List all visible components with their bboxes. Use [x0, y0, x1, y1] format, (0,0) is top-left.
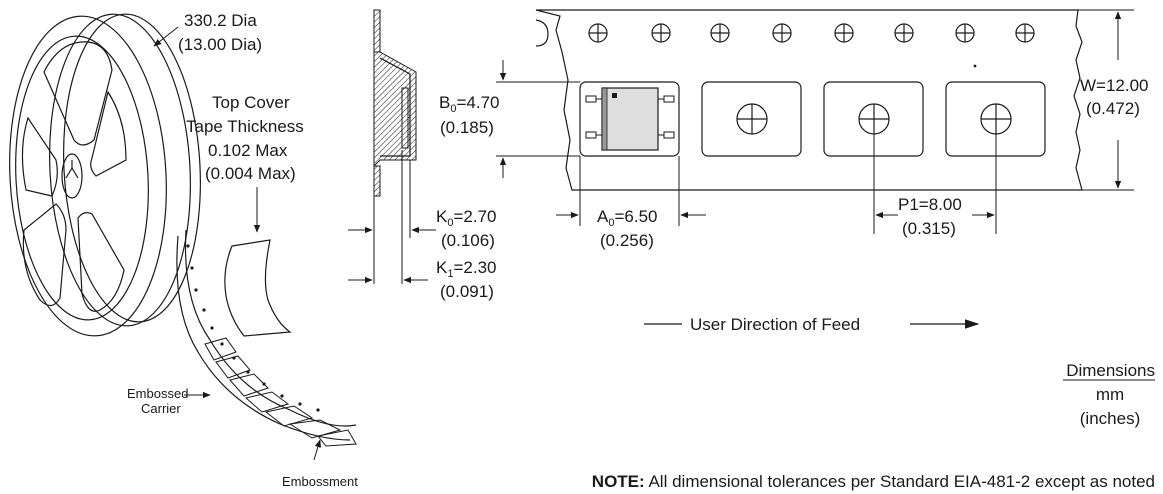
p1-value: P1=8.00: [898, 195, 962, 214]
cover-value-mm: 0.102 Max: [208, 141, 288, 160]
svg-text:K0=2.70: K0=2.70: [436, 207, 496, 229]
svg-text:K1=2.30: K1=2.30: [436, 258, 496, 280]
units-title: Dimensions: [1066, 361, 1155, 380]
component-package: [585, 87, 675, 151]
reel-drawing: [9, 13, 357, 461]
embossed-carrier-1: Embossed: [127, 386, 188, 401]
k0-label: K: [436, 207, 448, 226]
cover-value-in: (0.004 Max): [205, 164, 296, 183]
embossed-carrier-2: Carrier: [141, 401, 181, 416]
units-in: (inches): [1080, 409, 1140, 428]
units-mm: mm: [1096, 385, 1124, 404]
a0-sub: 0: [608, 217, 614, 229]
svg-text:B0=4.70: B0=4.70: [439, 93, 499, 115]
note-label: NOTE:: [592, 472, 645, 491]
a0-in: (0.256): [600, 231, 654, 250]
tape-profile-section: [348, 9, 436, 284]
b0-in: (0.185): [440, 118, 494, 137]
b0-sub: 0: [450, 103, 456, 115]
w-value: W=12.00: [1080, 76, 1149, 95]
note-text: All dimensional tolerances per Standard …: [645, 472, 1155, 491]
reel-diameter-mm: 330.2 Dia: [184, 11, 257, 30]
cover-title-1: Top Cover: [212, 93, 290, 112]
w-in: (0.472): [1086, 99, 1140, 118]
k1-value: =2.30: [453, 258, 496, 277]
a0-label: A: [597, 207, 609, 226]
b0-value: =4.70: [456, 93, 499, 112]
sprocket-holes: [588, 23, 1035, 43]
cover-title-2: Tape Thickness: [186, 117, 304, 136]
k1-sub: 1: [447, 268, 453, 280]
k1-in: (0.091): [440, 282, 494, 301]
embossment-label: Embossment: [282, 474, 358, 489]
a0-value: =6.50: [614, 207, 657, 226]
reel-diameter-in: (13.00 Dia): [178, 35, 262, 54]
k0-sub: 0: [447, 217, 453, 229]
svg-text:NOTE: All dimensional toleranc: NOTE: All dimensional tolerances per Sta…: [592, 472, 1155, 491]
k0-in: (0.106): [441, 231, 495, 250]
k1-label: K: [436, 258, 448, 277]
b0-label: B: [439, 93, 450, 112]
tape-top-view: [496, 9, 1134, 329]
p1-in: (0.315): [902, 219, 956, 238]
feed-direction-label: User Direction of Feed: [690, 315, 860, 334]
svg-text:A0=6.50: A0=6.50: [597, 207, 657, 229]
k0-value: =2.70: [453, 207, 496, 226]
